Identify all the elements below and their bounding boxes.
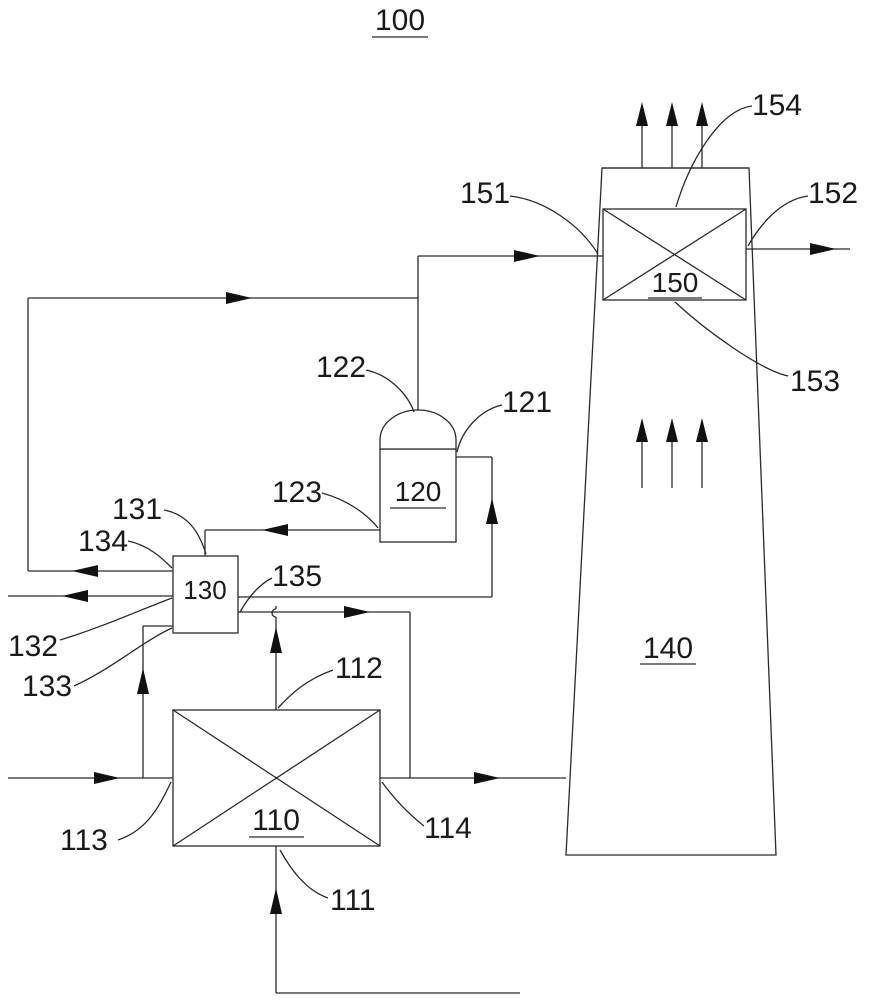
unit-130-label: 130: [183, 575, 226, 605]
stream-112: [270, 606, 282, 710]
stream-122: [417, 250, 603, 410]
ref-111: 111: [330, 884, 376, 917]
ref-154: 154: [752, 89, 802, 122]
ref-135: 135: [272, 560, 322, 593]
ref-134: 134: [78, 525, 128, 558]
stream-135-to-121: [238, 456, 498, 598]
stream-152-arrow: [810, 243, 836, 255]
stream-132: [8, 590, 173, 602]
ref-153: 153: [790, 365, 840, 398]
top-exhaust-arrows: [636, 102, 708, 168]
stream-134: [27, 292, 418, 577]
unit-120-vessel: [379, 409, 457, 543]
ref-114: 114: [424, 812, 472, 845]
ref-121: 121: [502, 386, 552, 419]
ref-151: 151: [460, 177, 510, 210]
ref-152: 152: [808, 177, 858, 210]
tower-upflow-arrows: [636, 418, 708, 488]
figure-label: 100: [375, 4, 425, 37]
stream-123: [204, 524, 380, 556]
stream-114: [380, 772, 566, 784]
ref-131: 131: [112, 493, 162, 526]
ref-122: 122: [316, 351, 366, 384]
stream-113: [8, 625, 173, 784]
stream-135-loop: [238, 606, 411, 778]
unit-130-box: [172, 555, 239, 634]
unit-150-label: 150: [652, 267, 699, 298]
ref-133: 133: [22, 670, 72, 703]
ref-123: 123: [272, 476, 322, 509]
unit-110-label: 110: [252, 804, 300, 837]
stream-111: [270, 846, 520, 994]
ref-132: 132: [8, 630, 58, 663]
ref-113: 113: [60, 824, 108, 857]
ref-112: 112: [335, 652, 383, 685]
unit-120-label: 120: [395, 476, 442, 507]
tower-140-label: 140: [643, 632, 693, 665]
